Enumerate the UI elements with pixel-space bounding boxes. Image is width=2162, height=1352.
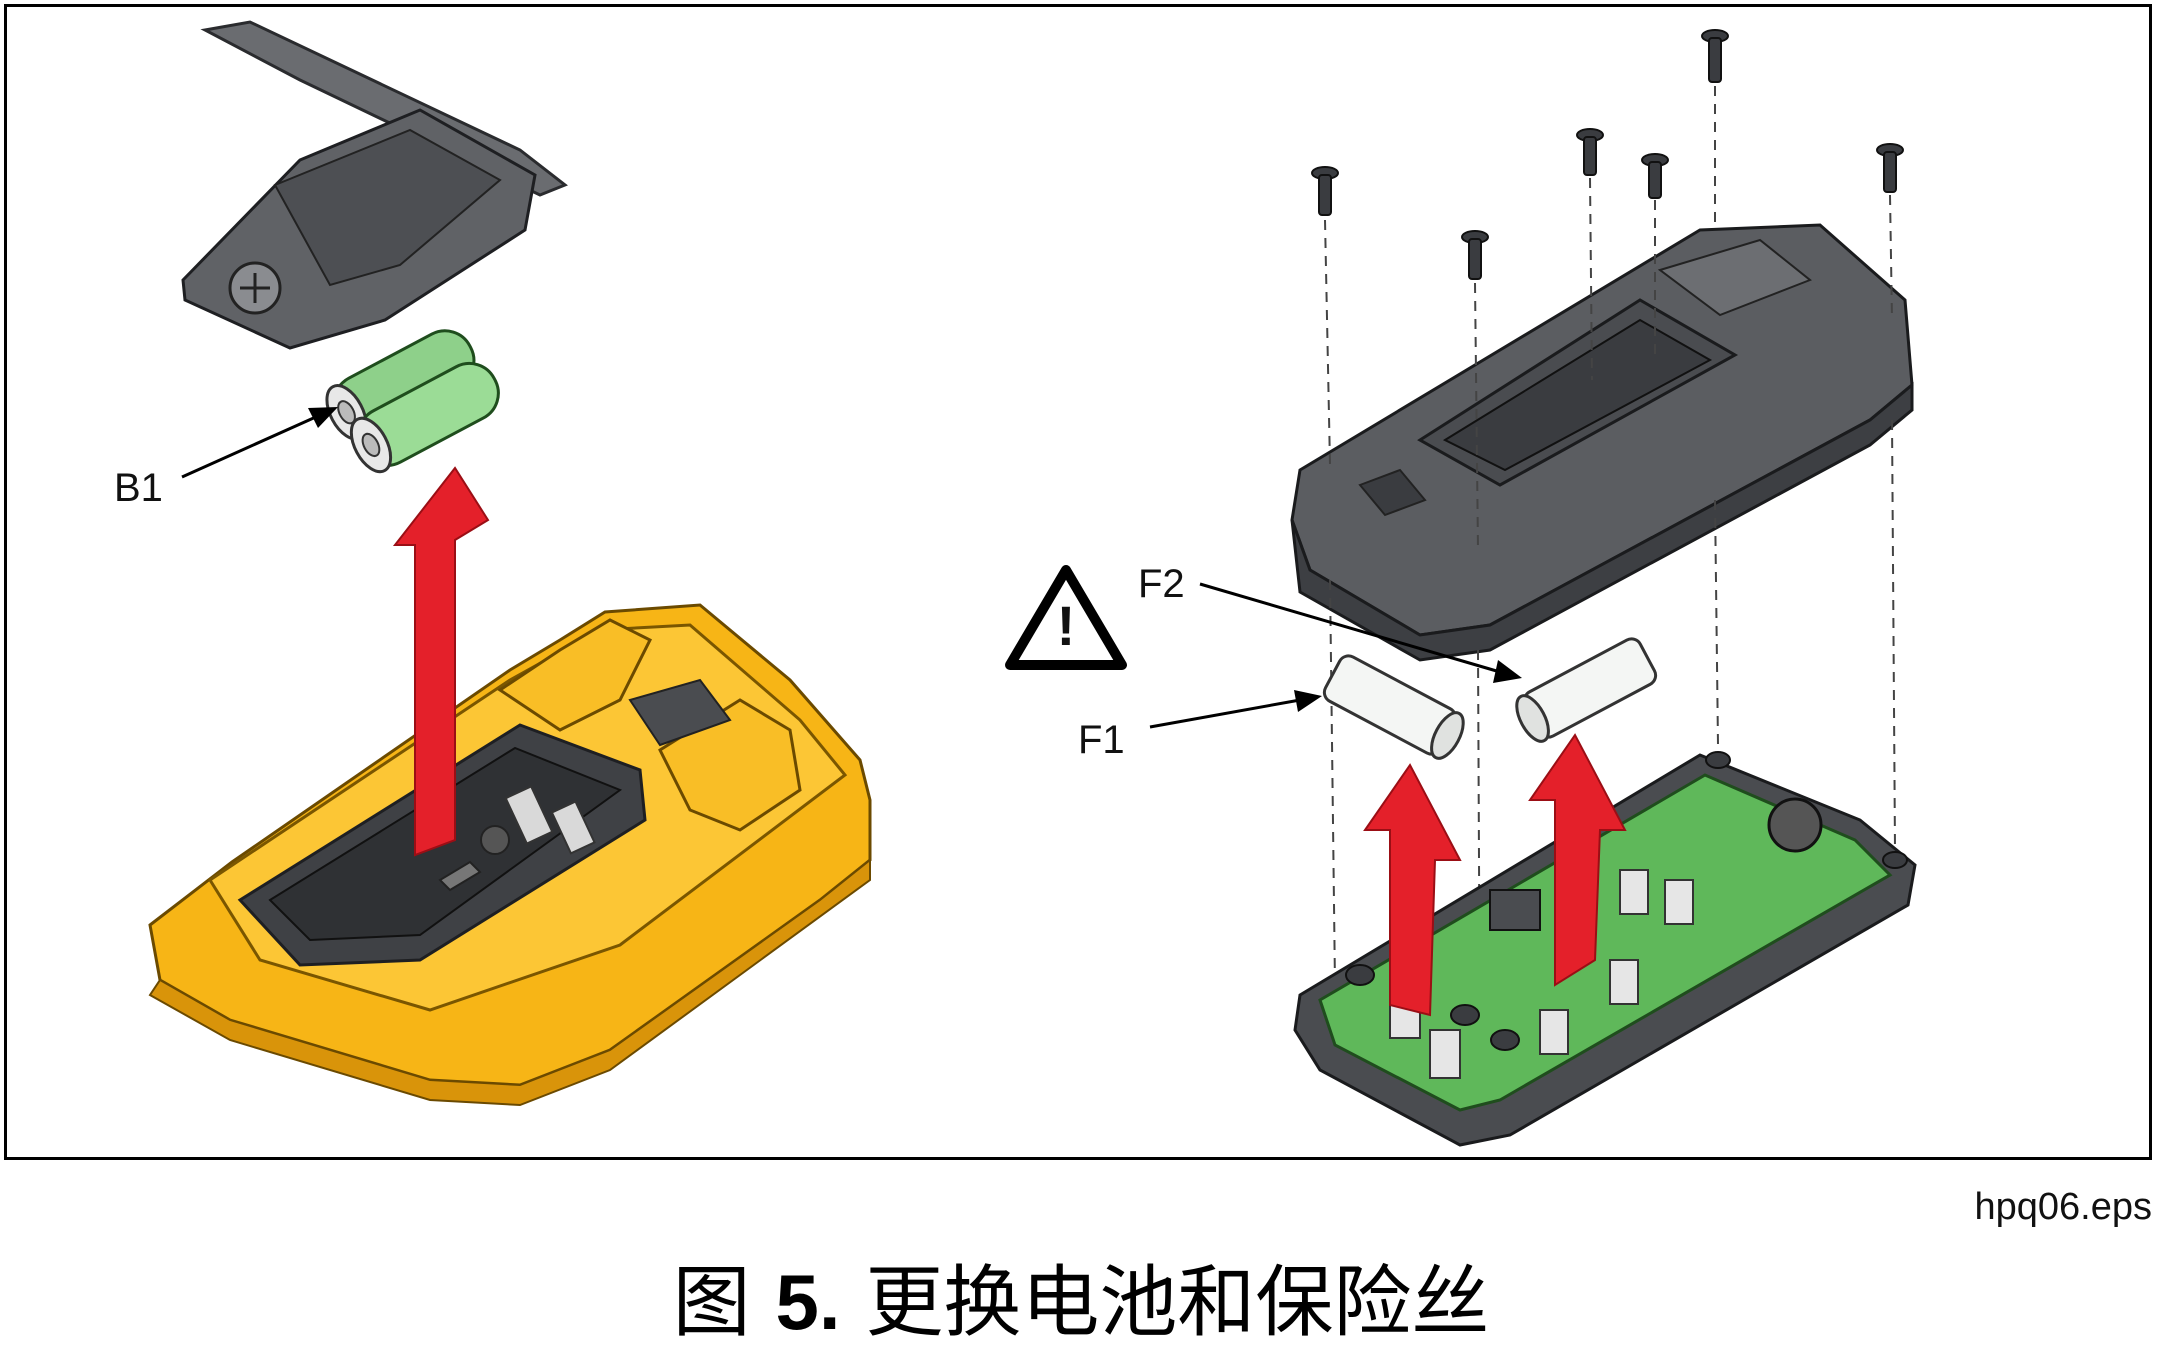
b1-pointer-arrow <box>181 407 338 479</box>
fuse-f2 <box>1515 637 1658 743</box>
batteries <box>325 329 500 474</box>
label-f2: F2 <box>1138 562 1185 606</box>
label-f1: F1 <box>1078 718 1125 762</box>
pcb-bottom-case <box>1293 751 1917 1147</box>
f1-pointer-arrow <box>1149 690 1322 729</box>
f2-pointer-arrow <box>1199 582 1522 683</box>
warning-triangle-icon <box>1005 565 1127 670</box>
caption-number: 5. <box>775 1258 841 1346</box>
warning-exclamation: ! <box>1056 594 1076 657</box>
label-b1: B1 <box>114 466 163 510</box>
lift-arrow-fuse-f1 <box>1363 763 1462 1017</box>
caption-prefix: 图 <box>672 1258 751 1348</box>
lift-arrow-fuse-f2 <box>1528 733 1627 987</box>
fuse-f1 <box>1322 654 1465 760</box>
file-reference: hpq06.eps <box>1974 1186 2153 1228</box>
caption-text: 更换电池和保险丝 <box>865 1258 1490 1348</box>
figure-caption: 图 5. 更换电池和保险丝 <box>0 1240 2162 1352</box>
battery-door <box>181 20 568 350</box>
gray-top-case <box>1290 223 1914 662</box>
lift-arrow-left <box>392 466 490 857</box>
screws <box>1311 29 1904 280</box>
yellow-meter-body <box>148 603 872 1107</box>
